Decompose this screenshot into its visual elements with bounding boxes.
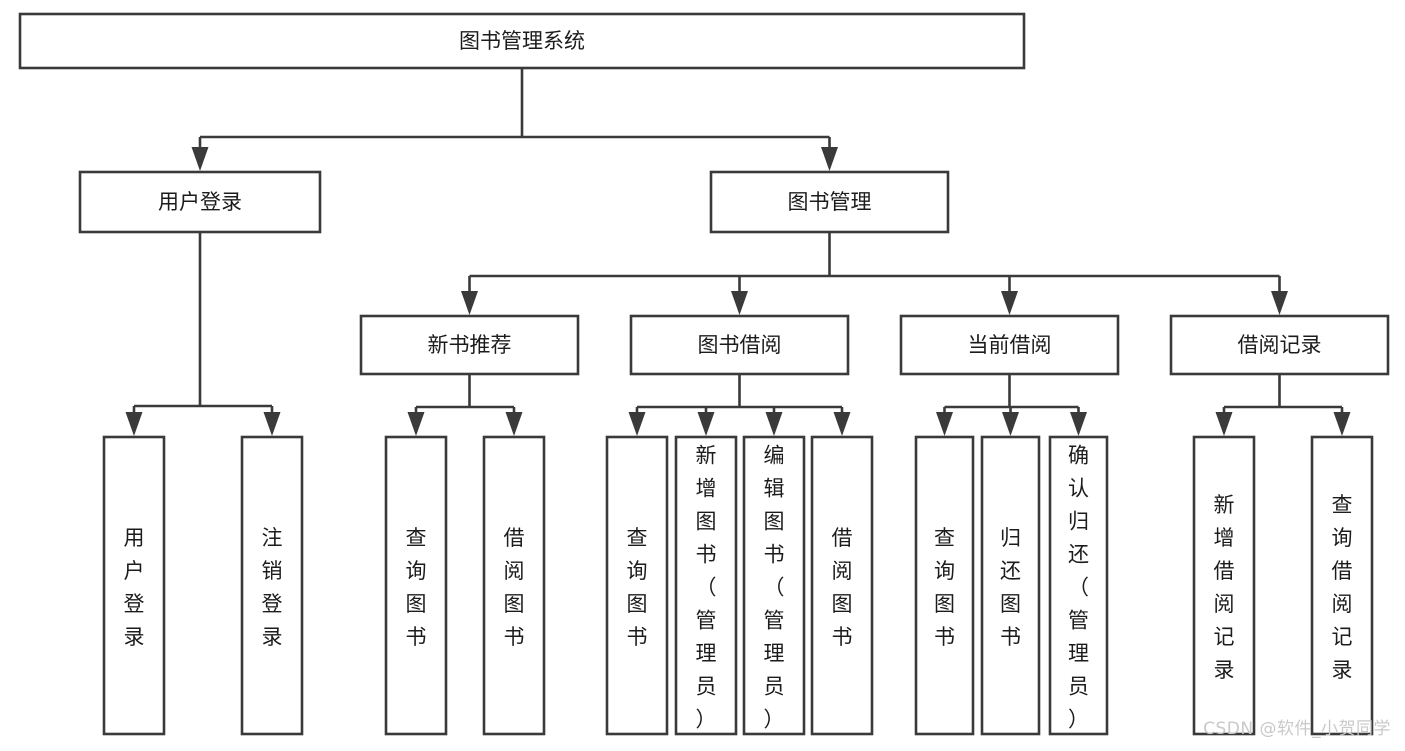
node-leaf_0[interactable]: 用户登录 <box>102 435 166 736</box>
node-leaf_9[interactable]: 归还图书 <box>980 435 1041 736</box>
arrow-head-icon <box>1215 412 1233 436</box>
node-label: 编辑图书（管理员） <box>764 444 785 732</box>
arrow-head-icon <box>765 412 783 436</box>
node-leaf_2[interactable]: 查询图书 <box>384 435 448 736</box>
node-box <box>914 435 975 736</box>
node-label: 借阅图书 <box>504 526 525 649</box>
arrow-head-icon <box>628 412 646 436</box>
node-leaf_6[interactable]: 编辑图书（管理员） <box>742 435 806 736</box>
node-label: 图书管理系统 <box>459 29 585 53</box>
node-leaf_7[interactable]: 借阅图书 <box>810 435 874 736</box>
node-leaf_1[interactable]: 注销登录 <box>240 435 304 736</box>
node-leaf_4[interactable]: 查询图书 <box>605 435 669 736</box>
arrow-head-icon <box>936 412 953 436</box>
node-box <box>384 435 448 736</box>
node-leaf_3[interactable]: 借阅图书 <box>482 435 546 736</box>
node-leaf_5[interactable]: 新增图书（管理员） <box>674 435 738 736</box>
node-label: 新书推荐 <box>428 333 512 357</box>
arrow-head-icon <box>731 291 748 315</box>
node-label: 用户登录 <box>158 190 242 214</box>
node-box <box>980 435 1041 736</box>
node-label: 当前借阅 <box>968 333 1052 357</box>
node-l2_0[interactable]: 新书推荐 <box>359 314 580 376</box>
node-label: 确认归还（管理员） <box>1068 444 1089 732</box>
node-label: 图书借阅 <box>698 333 782 357</box>
arrow-head-icon <box>821 147 838 171</box>
arrow-head-icon <box>1333 412 1351 436</box>
node-leaf_10[interactable]: 确认归还（管理员） <box>1048 435 1109 736</box>
node-box <box>102 435 166 736</box>
node-root[interactable]: 图书管理系统 <box>18 12 1026 70</box>
node-box <box>78 170 322 234</box>
node-label: 借阅记录 <box>1238 333 1322 357</box>
arrow-head-icon <box>1271 291 1288 315</box>
node-layer: 图书管理系统用户登录图书管理新书推荐图书借阅当前借阅借阅记录用户登录注销登录查询… <box>18 12 1390 736</box>
arrow-head-icon <box>1001 291 1018 315</box>
arrow-head-icon <box>1002 412 1019 436</box>
arrow-head-icon <box>505 412 523 436</box>
node-leaf_12[interactable]: 查询借阅记录 <box>1310 435 1374 736</box>
node-l1_0[interactable]: 用户登录 <box>78 170 322 234</box>
node-label: 查询图书 <box>406 526 427 649</box>
node-box <box>1048 435 1109 736</box>
node-box <box>1192 435 1256 736</box>
node-l1_1[interactable]: 图书管理 <box>709 170 950 234</box>
node-label: 归还图书 <box>1000 526 1021 649</box>
node-box <box>1169 314 1390 376</box>
node-l2_3[interactable]: 借阅记录 <box>1169 314 1390 376</box>
node-label: 新增借阅记录 <box>1214 493 1235 682</box>
node-label: 查询图书 <box>627 526 648 649</box>
arrow-head-icon <box>191 147 209 171</box>
node-label: 新增图书（管理员） <box>696 444 717 732</box>
node-l2_1[interactable]: 图书借阅 <box>629 314 850 376</box>
node-leaf_8[interactable]: 查询图书 <box>914 435 975 736</box>
node-box <box>629 314 850 376</box>
node-box <box>810 435 874 736</box>
node-box <box>709 170 950 234</box>
node-label: 借阅图书 <box>832 526 853 649</box>
node-box <box>359 314 580 376</box>
node-box <box>605 435 669 736</box>
node-label: 查询借阅记录 <box>1332 493 1353 682</box>
node-label: 图书管理 <box>788 190 872 214</box>
node-l2_2[interactable]: 当前借阅 <box>899 314 1120 376</box>
arrow-head-icon <box>461 291 478 315</box>
node-box <box>899 314 1120 376</box>
node-box <box>1310 435 1374 736</box>
node-box <box>742 435 806 736</box>
node-label: 注销登录 <box>262 526 283 649</box>
node-leaf_11[interactable]: 新增借阅记录 <box>1192 435 1256 736</box>
arrow-head-icon <box>1070 412 1087 436</box>
arrow-head-icon <box>263 412 281 436</box>
node-label: 用户登录 <box>124 526 145 649</box>
node-box <box>240 435 304 736</box>
node-box <box>18 12 1026 70</box>
node-box <box>482 435 546 736</box>
arrow-head-icon <box>697 412 715 436</box>
arrow-head-icon <box>125 412 143 436</box>
arrow-head-icon <box>407 412 425 436</box>
node-label: 查询图书 <box>934 526 955 649</box>
arrow-head-icon <box>833 412 851 436</box>
node-box <box>674 435 738 736</box>
connector-layer <box>125 68 1351 436</box>
